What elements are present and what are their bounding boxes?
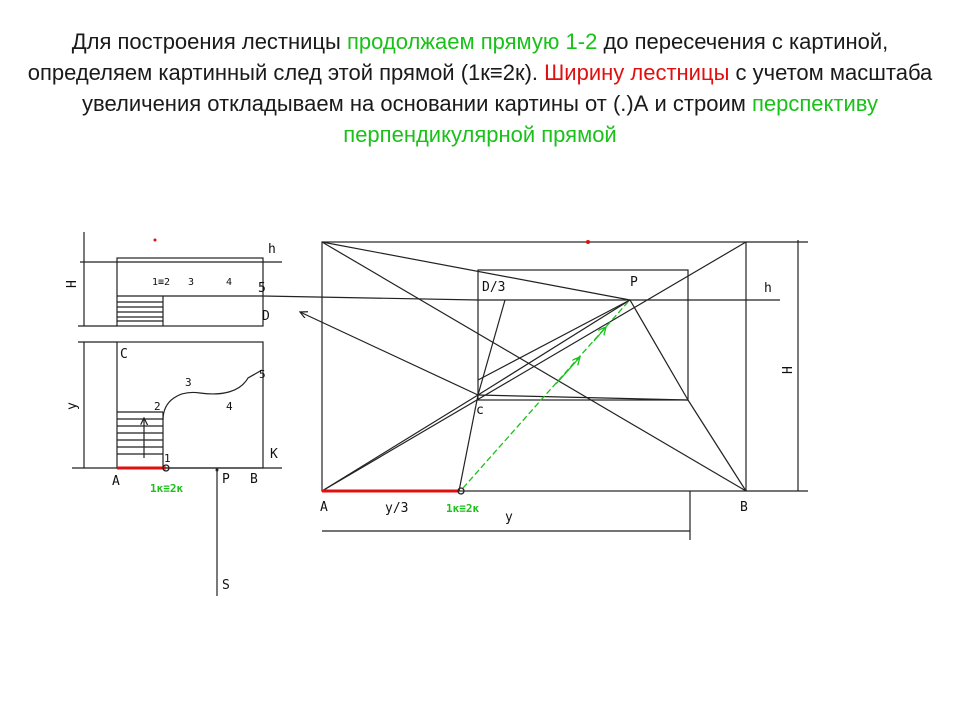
- perspective-outer-frame: [321, 241, 747, 492]
- extension-to-plan: [300, 312, 479, 396]
- label-P-perspective: P: [630, 275, 638, 290]
- title-part-1: Для построения лестницы: [71, 29, 347, 54]
- label-C-plan: C: [120, 347, 128, 362]
- title-part-2-highlight-green: продолжаем прямую 1-2: [346, 29, 598, 54]
- slide-title: Для построения лестницы продолжаем пряму…: [20, 26, 940, 150]
- label-5-top: 5: [258, 281, 266, 296]
- projection-line-D: [262, 295, 479, 301]
- label-D3: D/3: [482, 280, 505, 295]
- title-part-5: с учетом масштаба увеличения откладываем…: [82, 60, 933, 116]
- label-A-plan: A: [112, 474, 120, 489]
- label-B-perspective: B: [740, 500, 748, 515]
- title-part-4-highlight-red: Ширину лестницы: [544, 60, 730, 85]
- label-4-plan: 4: [226, 400, 233, 413]
- elevation-frame: [116, 257, 264, 327]
- title-part-3: до пересечения с картиной, определяем ка…: [27, 29, 889, 85]
- label-y-left: y: [65, 402, 80, 410]
- trace-point-plan: [162, 464, 170, 472]
- label-H-right: H: [781, 366, 796, 374]
- accent-dot: [586, 240, 590, 244]
- stair-curve: [162, 369, 263, 421]
- diagonal-2: [321, 241, 747, 492]
- title-part-6-highlight-green: перспективу перпендикулярной прямой: [343, 91, 878, 147]
- label-A-perspective: A: [320, 500, 328, 515]
- label-1eq2: 1≡2: [152, 277, 170, 288]
- line-c-to-P: [477, 299, 631, 396]
- perspective-inner-room: [477, 269, 689, 401]
- label-y-bottom: y: [505, 510, 513, 525]
- label-H-left: H: [65, 280, 80, 288]
- label-K: K: [270, 447, 278, 462]
- perspective-construction: [300, 240, 808, 540]
- label-3-top: 3: [188, 277, 194, 288]
- label-y3: y/3: [385, 501, 408, 516]
- label-3-plan: 3: [185, 376, 192, 389]
- label-4-top: 4: [226, 277, 232, 288]
- label-c: c: [476, 403, 484, 418]
- label-5-plan: 5: [259, 368, 266, 381]
- label-D: D: [262, 309, 270, 324]
- label-trace-perspective: 1к≡2к: [446, 502, 479, 515]
- label-1-plan: 1: [164, 452, 171, 465]
- orthographic-views: [72, 232, 479, 596]
- label-h-left: h: [268, 242, 276, 257]
- plan-frame: [116, 341, 264, 469]
- label-P-plan: P: [222, 472, 230, 487]
- label-h-right: h: [764, 281, 772, 296]
- label-trace-plan: 1к≡2к: [150, 482, 183, 495]
- trace-point-perspective: [457, 487, 465, 495]
- label-B-plan: B: [250, 472, 258, 487]
- label-S: S: [222, 578, 230, 593]
- label-2-plan: 2: [154, 400, 161, 413]
